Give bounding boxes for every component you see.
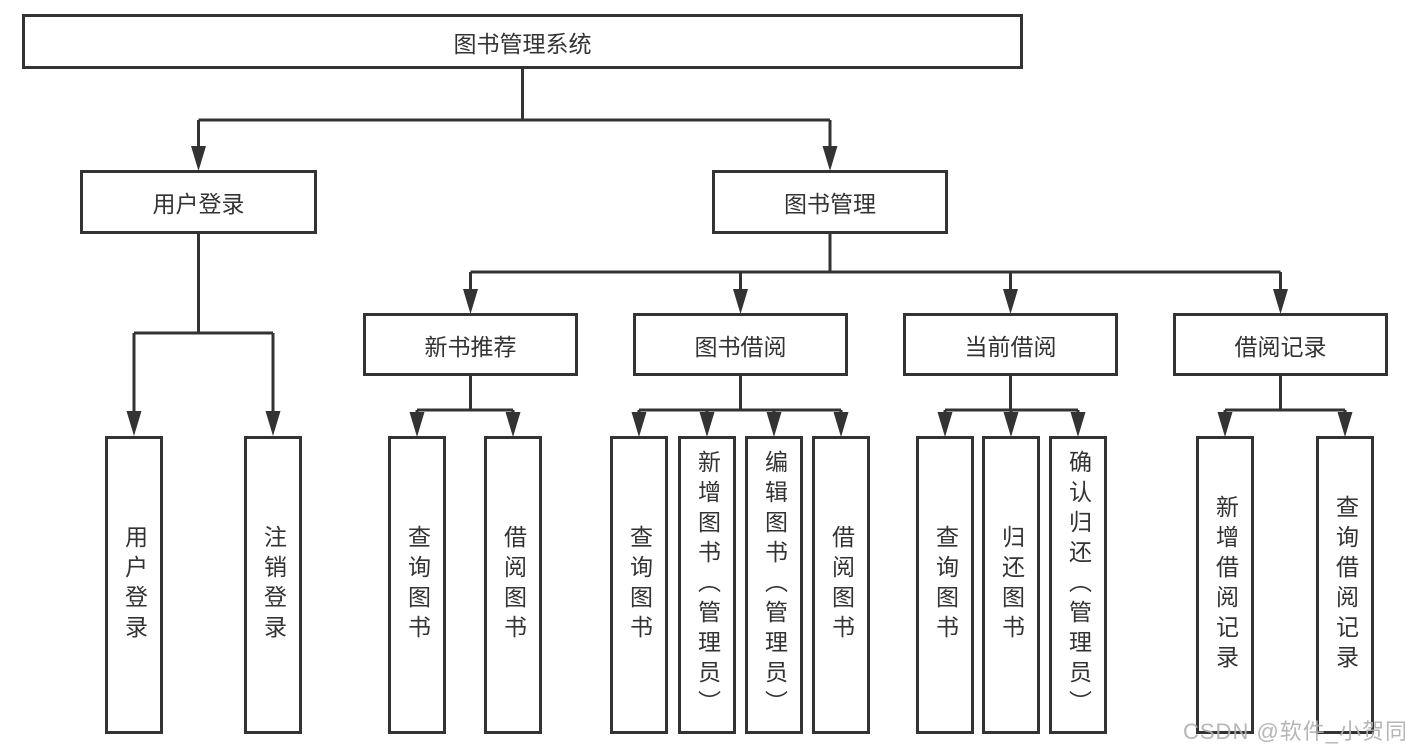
leaf-add-book-admin: 新增图书（管理员） [678, 436, 736, 734]
node-label: 归还图书 [998, 525, 1025, 645]
node-current-borrowing: 当前借阅 [903, 313, 1118, 376]
node-label: 借阅图书 [828, 525, 855, 645]
leaf-edit-book-admin: 编辑图书（管理员） [745, 436, 803, 734]
node-label: 查询借阅记录 [1332, 495, 1359, 675]
leaf-query-books-borrowing: 查询图书 [610, 436, 668, 734]
node-label: 图书借阅 [694, 333, 787, 360]
node-label: 用户登录 [121, 525, 148, 645]
leaf-add-borrow-record: 新增借阅记录 [1196, 436, 1254, 734]
node-label: 借阅图书 [500, 525, 527, 645]
leaf-query-books-current: 查询图书 [916, 436, 974, 734]
node-borrowing-records: 借阅记录 [1173, 313, 1388, 376]
leaf-confirm-return-admin: 确认归还（管理员） [1049, 436, 1107, 734]
node-label: 新增借阅记录 [1212, 495, 1239, 675]
node-user-login: 用户登录 [80, 170, 317, 234]
node-label: 注销登录 [260, 525, 287, 645]
node-label: 查询图书 [404, 525, 431, 645]
node-label: 图书管理 [784, 191, 876, 217]
leaf-return-books: 归还图书 [982, 436, 1040, 734]
leaf-logout: 注销登录 [244, 436, 302, 734]
node-label: 查询图书 [626, 525, 653, 645]
leaf-query-books-recommend: 查询图书 [388, 436, 446, 734]
node-label: 新书推荐 [424, 333, 517, 360]
node-label: 用户登录 [152, 191, 245, 217]
node-label: 新增图书（管理员） [694, 450, 721, 720]
node-label: 借阅记录 [1234, 333, 1327, 360]
leaf-borrow-books-borrowing: 借阅图书 [812, 436, 870, 734]
node-label: 图书管理系统 [453, 30, 592, 57]
node-book-management: 图书管理 [712, 170, 948, 234]
node-library-management-system: 图书管理系统 [22, 14, 1023, 69]
node-book-borrowing: 图书借阅 [633, 313, 848, 376]
leaf-query-borrow-record: 查询借阅记录 [1316, 436, 1374, 734]
node-label: 查询图书 [932, 525, 959, 645]
leaf-user-login: 用户登录 [105, 436, 163, 734]
node-label: 确认归还（管理员） [1065, 450, 1092, 720]
node-label: 编辑图书（管理员） [761, 450, 788, 720]
node-label: 当前借阅 [964, 333, 1057, 360]
leaf-borrow-books-recommend: 借阅图书 [484, 436, 542, 734]
node-new-book-recommendation: 新书推荐 [363, 313, 578, 376]
watermark-text: CSDN @软件_小贺同学 [1183, 719, 1405, 744]
